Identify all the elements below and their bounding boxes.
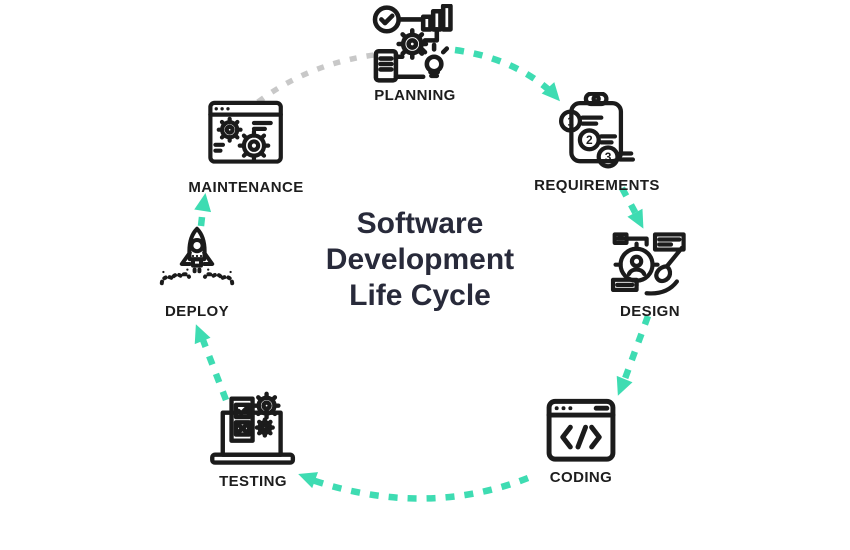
stage-requirements: 1 2 3 REQUIREMENTS [517, 92, 677, 194]
stage-design: DESIGN [585, 226, 715, 320]
requirements-number-1: 1 [567, 114, 574, 128]
maintenance-icon [202, 96, 290, 176]
stage-testing: TESTING [183, 386, 323, 490]
requirements-icon: 1 2 3 [550, 92, 644, 174]
title-line-3: Life Cycle [349, 279, 491, 312]
stage-coding: CODING [511, 396, 651, 486]
stage-label-maintenance: MAINTENANCE [188, 179, 304, 196]
stage-deploy: DEPLOY [137, 224, 257, 320]
stage-label-coding: CODING [549, 469, 613, 486]
deploy-icon [157, 224, 237, 300]
title-line-2: Development [325, 243, 515, 276]
stage-label-design: DESIGN [620, 303, 680, 320]
arrow-design-to-coding [619, 314, 652, 386]
requirements-number-2: 2 [586, 133, 593, 147]
planning-icon [365, 4, 465, 84]
stage-label-testing: TESTING [219, 473, 287, 490]
testing-icon [207, 386, 299, 470]
diagram-title: Software Development Life Cycle [260, 206, 580, 314]
arrow-coding-to-testing [310, 474, 530, 502]
design-icon [608, 226, 692, 300]
requirements-number-3: 3 [605, 150, 612, 164]
arrow-requirements-to-design [619, 186, 639, 216]
coding-icon [543, 396, 619, 466]
stage-planning: PLANNING [340, 4, 490, 104]
stage-label-planning: PLANNING [374, 87, 456, 104]
stage-maintenance: MAINTENANCE [166, 96, 326, 196]
arrow-deploy-to-maintenance [197, 207, 207, 227]
stage-label-deploy: DEPLOY [164, 303, 230, 320]
title-line-1: Software [356, 207, 484, 240]
stage-label-requirements: REQUIREMENTS [534, 177, 660, 194]
